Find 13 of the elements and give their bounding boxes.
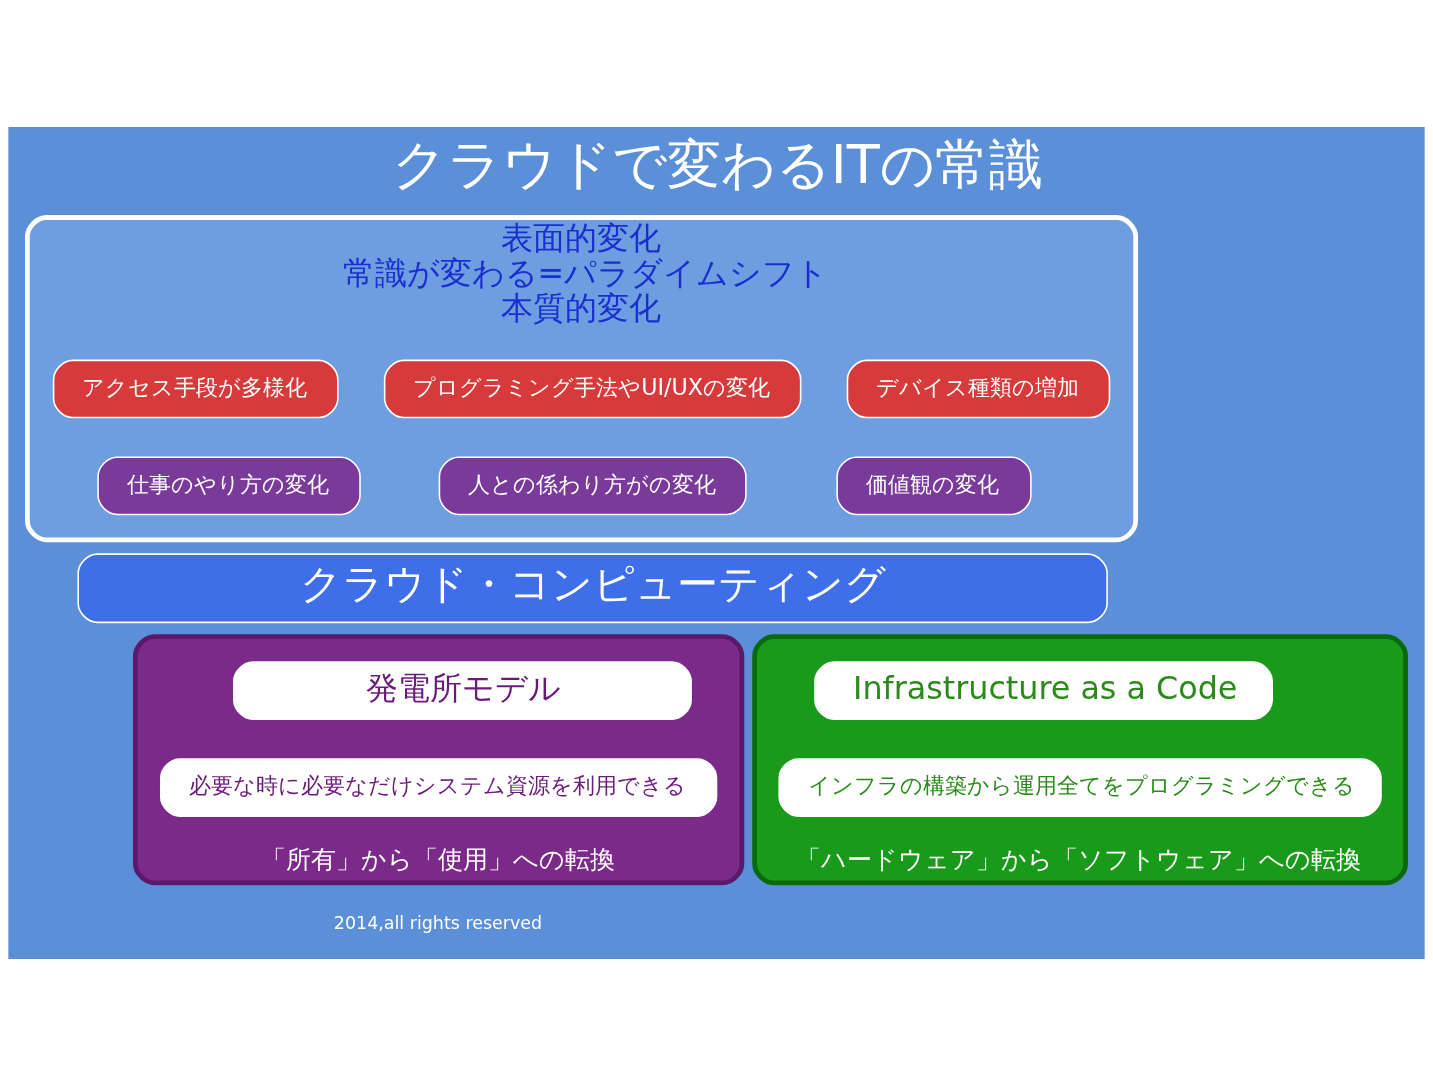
node-box: デバイス種類の増加 [846, 359, 1111, 419]
node-box: インフラの構築から運用全てをプログラミングできる [778, 758, 1382, 817]
diagram-title: クラウドで変わるITの常識 [391, 132, 1043, 196]
label: 2014,all rights reserved [333, 912, 543, 933]
node-box: アクセス手段が多様化 [52, 359, 339, 419]
node-box: クラウド・コンピューティング [77, 553, 1108, 624]
node-box: 仕事のやり方の変化 [97, 456, 361, 516]
node-box: 必要な時に必要なだけシステム資源を利用できる [159, 758, 718, 817]
node-box: 価値観の変化 [836, 456, 1032, 516]
node-box: プログラミング手法やUI/UXの変化 [383, 359, 802, 419]
node-box: Infrastructure as a Code [814, 661, 1274, 721]
node-box: 発電所モデル [233, 661, 692, 721]
node-box: 人との係わり方がの変化 [438, 456, 747, 516]
